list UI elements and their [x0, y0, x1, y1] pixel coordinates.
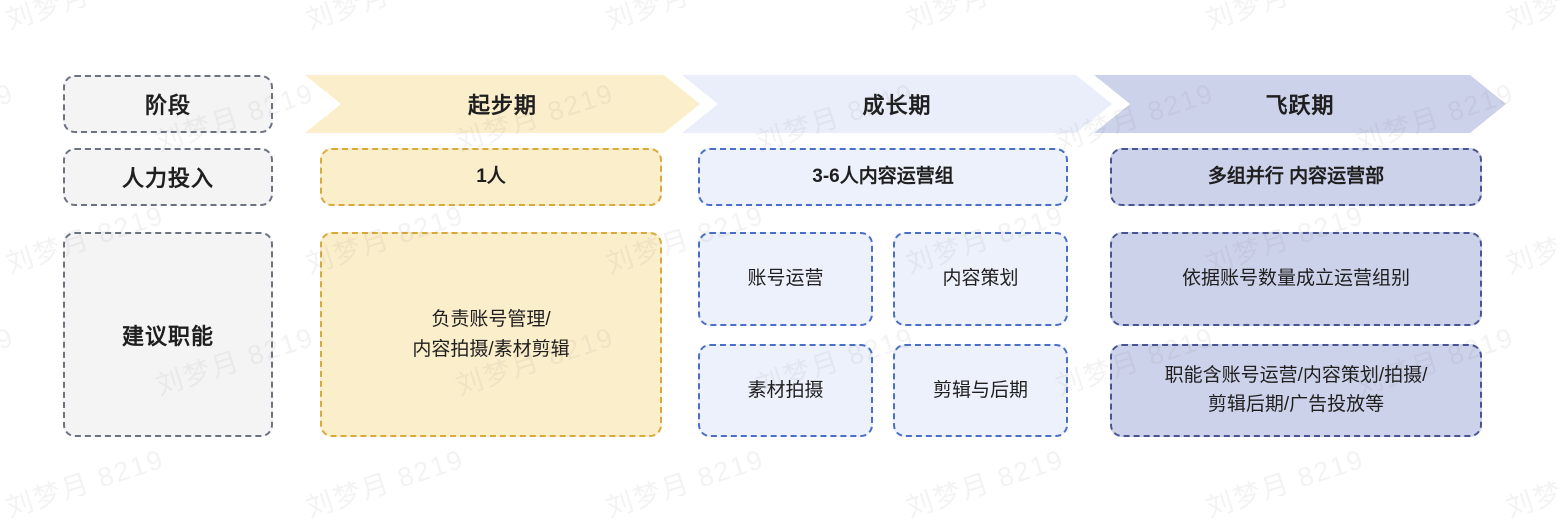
functions-line: 负责账号管理/	[431, 309, 551, 331]
manpower-cell-3: 多组并行 内容运营部	[1110, 148, 1482, 206]
watermark-text: 刘梦月 8219	[2, 443, 168, 524]
row-label-functions: 建议职能	[63, 232, 273, 437]
functions-text-1: 负责账号管理/ 内容拍摄/素材剪辑	[412, 305, 569, 364]
watermark-text: 刘梦月 8219	[602, 443, 768, 524]
watermark-text: 刘梦月 8219	[302, 443, 468, 524]
function-item: 内容策划	[893, 232, 1068, 326]
functions-cell-1: 负责账号管理/ 内容拍摄/素材剪辑	[320, 232, 662, 437]
watermark-text: 刘梦月 8219	[0, 0, 169, 37]
function-item: 账号运营	[698, 232, 873, 326]
watermark-text: 刘梦月 8219	[300, 0, 469, 37]
row-label-stage: 阶段	[63, 75, 273, 133]
manpower-cell-2: 3-6人内容运营组	[698, 148, 1068, 206]
function-item-text: 职能含账号运营/内容策划/拍摄/ 剪辑后期/广告投放等	[1165, 361, 1428, 420]
watermark-text: 刘梦月 8219	[1502, 200, 1562, 280]
function-item: 职能含账号运营/内容策划/拍摄/ 剪辑后期/广告投放等	[1110, 343, 1482, 437]
functions-grid-2: 账号运营 内容策划 素材拍摄 剪辑与后期	[698, 232, 1068, 437]
function-item: 素材拍摄	[698, 343, 873, 437]
watermark-text: 刘梦月 8219	[600, 0, 769, 37]
watermark-text: 刘梦月 8219	[1200, 0, 1369, 37]
stage-header-arrow-1: 起步期	[305, 75, 700, 133]
functions-line: 职能含账号运营/内容策划/拍摄/	[1164, 364, 1428, 386]
functions-stack-3: 依据账号数量成立运营组别 职能含账号运营/内容策划/拍摄/ 剪辑后期/广告投放等	[1110, 232, 1482, 437]
watermark-text: 刘梦月 8219	[0, 321, 18, 401]
row-label-manpower: 人力投入	[63, 148, 273, 206]
watermark-text: 刘梦月 8219	[0, 77, 18, 157]
function-item: 剪辑与后期	[893, 343, 1068, 437]
watermark-text: 刘梦月 8219	[900, 0, 1069, 37]
stage-header-arrow-3: 飞跃期	[1094, 75, 1506, 133]
manpower-cell-1: 1人	[320, 148, 662, 206]
functions-line: 内容拍摄/素材剪辑	[412, 338, 570, 360]
functions-line: 剪辑后期/广告投放等	[1207, 394, 1385, 416]
watermark-text: 刘梦月 8219	[1202, 443, 1368, 524]
watermark-text: 刘梦月 8219	[1500, 0, 1562, 37]
watermark-text: 刘梦月 8219	[902, 443, 1068, 524]
stage-header-arrow-2: 成长期	[682, 75, 1112, 133]
watermark-text: 刘梦月 8219	[1502, 444, 1562, 524]
function-item: 依据账号数量成立运营组别	[1110, 232, 1482, 326]
